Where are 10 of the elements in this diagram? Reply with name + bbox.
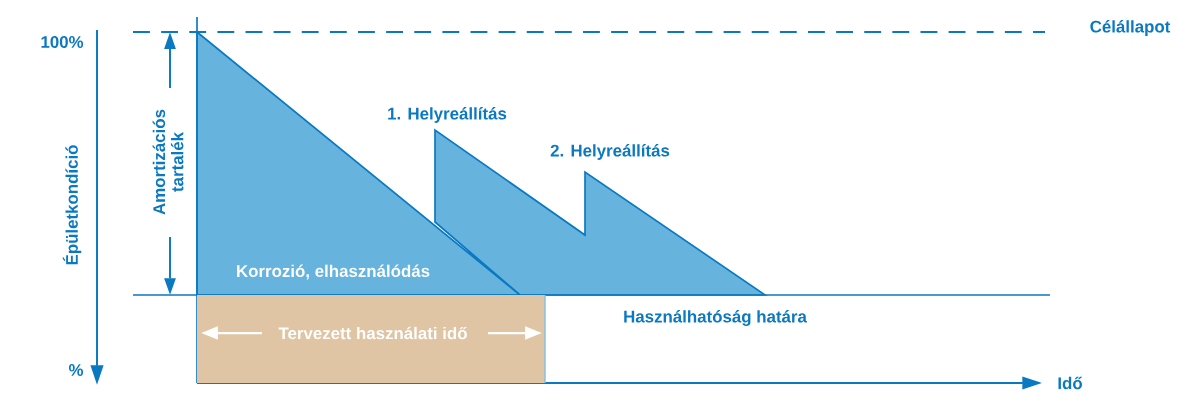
axis-label: Idő xyxy=(1058,376,1082,390)
axis-label: Célállapot xyxy=(1090,20,1171,36)
axis-label: % xyxy=(68,364,84,376)
axis-label: Amortizációs tartalék xyxy=(152,109,184,215)
axis-label: 2. Helyreállítás xyxy=(550,144,670,160)
axis-label: Használhatóság határa xyxy=(624,310,807,326)
usage-period-band: Tervezett használati idő xyxy=(197,294,546,384)
axis-label: Épületkondíció xyxy=(62,145,82,265)
axis-label: 100% xyxy=(41,36,84,48)
axis-label: 1. Helyreállítás xyxy=(388,107,507,123)
